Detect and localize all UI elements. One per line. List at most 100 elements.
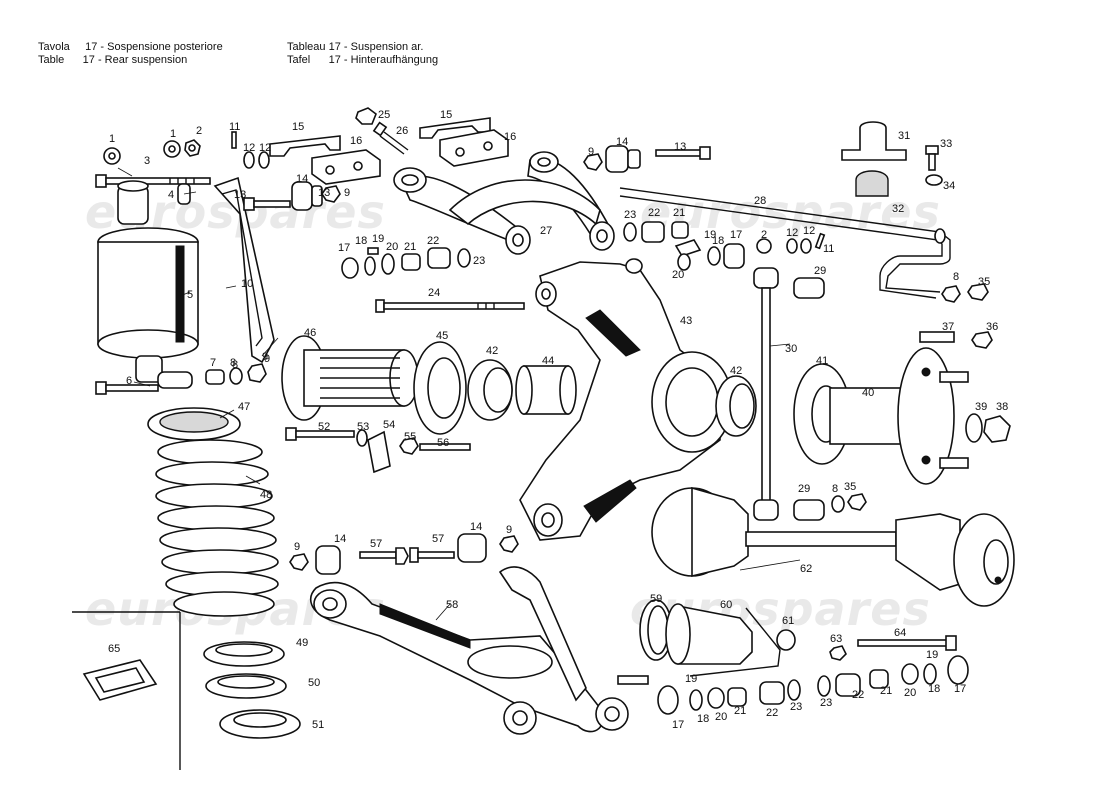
- nut: [499, 535, 519, 553]
- part-number: 38: [996, 401, 1008, 413]
- part-number: 29: [798, 483, 810, 495]
- washer: [457, 248, 471, 268]
- part-number: 57: [370, 538, 382, 550]
- part-number: 7: [210, 357, 216, 369]
- part-number: 39: [975, 401, 987, 413]
- part-number: 9: [262, 351, 268, 363]
- nut: [756, 238, 772, 254]
- title-text: - Suspension ar.: [343, 41, 424, 53]
- part-number: 22: [648, 207, 660, 219]
- bushing: [641, 221, 665, 243]
- part-number: 22: [766, 707, 778, 719]
- part-number: 14: [616, 136, 628, 148]
- part-number: 46: [304, 327, 316, 339]
- spring-pad: [219, 709, 301, 739]
- part-number: 26: [396, 125, 408, 137]
- washer: [947, 655, 969, 685]
- washer: [657, 685, 679, 715]
- part-number: 35: [978, 276, 990, 288]
- washer: [800, 238, 812, 254]
- washer: [674, 239, 702, 257]
- part-number: 3: [144, 155, 150, 167]
- part-number: 12: [259, 142, 271, 154]
- hose-clamp: [776, 629, 796, 651]
- part-number: 21: [404, 241, 416, 253]
- connector-line: [689, 607, 781, 677]
- ring-gasket: [82, 659, 158, 701]
- part-number: 12: [803, 225, 815, 237]
- part-number: 20: [672, 269, 684, 281]
- part-number: 13: [674, 141, 686, 153]
- part-number: 51: [312, 719, 324, 731]
- washer: [364, 256, 376, 276]
- wheel-stud: [939, 371, 969, 469]
- part-number: 10: [241, 278, 253, 290]
- part-number: 41: [816, 355, 828, 367]
- part-number: 23: [790, 701, 802, 713]
- part-number: 48: [260, 489, 272, 501]
- part-number: 17: [672, 719, 684, 731]
- part-number: 59: [650, 593, 662, 605]
- cotter-pin: [814, 232, 826, 250]
- washer: [923, 663, 937, 685]
- washer: [689, 689, 703, 711]
- bushing: [427, 247, 451, 269]
- part-number: 65: [108, 643, 120, 655]
- table-number: 17: [82, 54, 95, 66]
- long-bolt: [375, 299, 525, 313]
- part-number: 12: [243, 142, 255, 154]
- part-number: 49: [296, 637, 308, 649]
- part-number: 56: [437, 437, 449, 449]
- part-number: 16: [350, 135, 362, 147]
- washer: [677, 253, 691, 271]
- spacer: [401, 253, 421, 271]
- part-number: 1: [109, 133, 115, 145]
- part-number-labels: 1 1 2 3 4 5 6 7 8 9 10 11 12 12 13 14 9 …: [108, 109, 1008, 731]
- nut: [399, 437, 419, 455]
- part-number: 8: [832, 483, 838, 495]
- part-number: 14: [296, 173, 308, 185]
- spacer-tube: [515, 365, 577, 415]
- part-number: 40: [862, 387, 874, 399]
- spring-pad: [205, 673, 287, 699]
- washer: [965, 413, 983, 443]
- nut: [247, 363, 267, 383]
- part-number: 57: [432, 533, 444, 545]
- part-number: 37: [942, 321, 954, 333]
- part-number: 18: [697, 713, 709, 725]
- part-number: 15: [440, 109, 452, 121]
- part-number: 8: [953, 271, 959, 283]
- star-washer: [103, 147, 121, 165]
- lower-control-arm: [309, 566, 649, 735]
- part-number: 54: [383, 419, 395, 431]
- rubber-boot: [665, 603, 753, 665]
- part-number: 6: [126, 375, 132, 387]
- part-number: 25: [378, 109, 390, 121]
- washer: [901, 663, 919, 685]
- part-number: 32: [892, 203, 904, 215]
- cotter-pin: [231, 131, 237, 149]
- washer: [925, 174, 943, 186]
- part-number: 62: [800, 563, 812, 575]
- table-number: 17: [85, 41, 98, 53]
- link-plate: [213, 176, 275, 364]
- part-number: 60: [720, 599, 732, 611]
- table-number: 17: [328, 41, 341, 53]
- bolt: [285, 427, 355, 441]
- title-italian: Tavola 17 - Sospensione posteriore: [38, 41, 223, 54]
- part-number: 63: [830, 633, 842, 645]
- bracket: [269, 135, 341, 157]
- hub-carrier: [519, 258, 733, 541]
- part-number: 23: [820, 697, 832, 709]
- nut: [967, 283, 989, 301]
- part-number: 9: [344, 187, 350, 199]
- part-number: 11: [229, 121, 240, 133]
- part-number: 14: [470, 521, 482, 533]
- part-number: 12: [786, 227, 798, 239]
- title-french: Tableau 17 - Suspension ar.: [287, 41, 423, 54]
- title-prefix: Tafel: [287, 54, 311, 66]
- part-number: 9: [264, 353, 270, 365]
- part-number: 9: [588, 146, 594, 158]
- part-number: 64: [894, 627, 906, 639]
